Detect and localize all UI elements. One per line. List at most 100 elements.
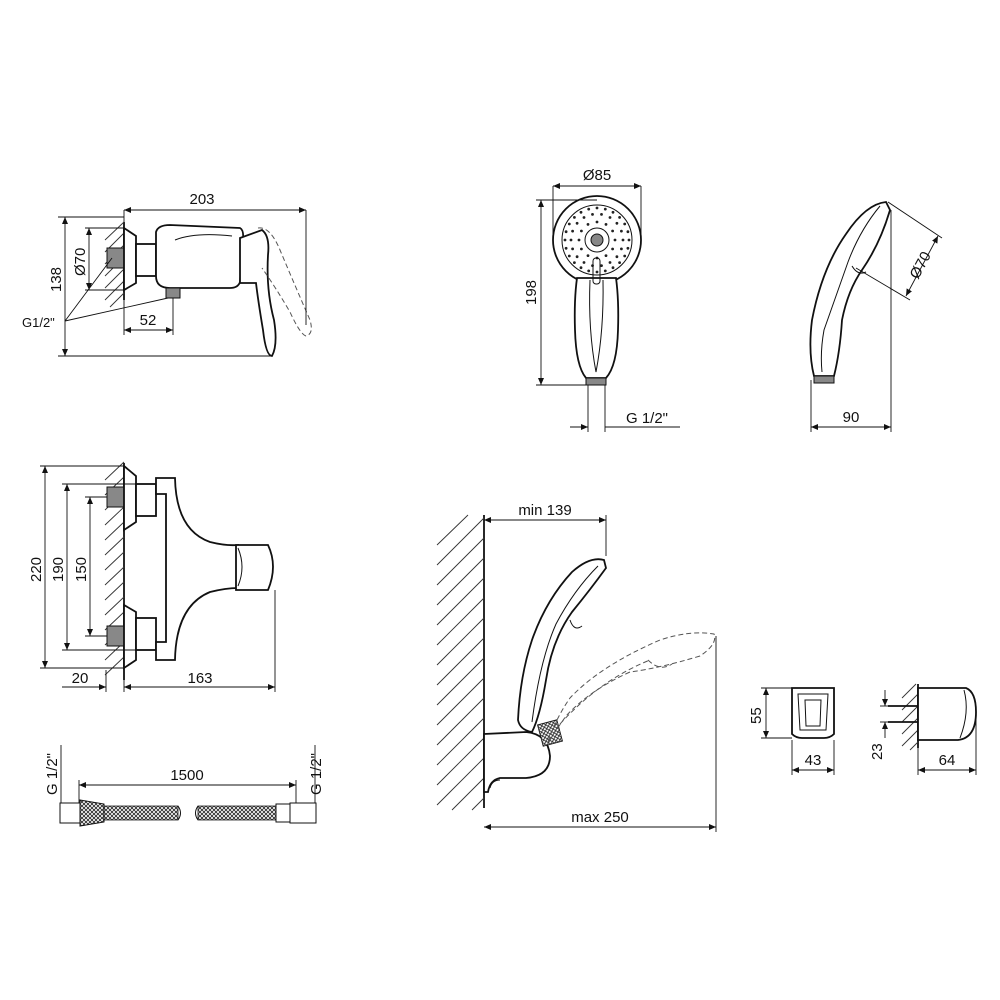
- lever-handle: [239, 228, 277, 357]
- dim-min-reach: min 139: [518, 502, 571, 519]
- nozzle-dot: [564, 246, 568, 250]
- nozzle-dot: [615, 255, 619, 259]
- nozzle-dot: [623, 254, 627, 258]
- hand-shower-front-view: Ø85 198 G 1/2": [523, 167, 680, 432]
- nozzle-dot: [575, 221, 579, 225]
- union-nut: [135, 243, 157, 277]
- hose-connector: [537, 719, 563, 747]
- hose-segment-left: [103, 805, 179, 821]
- holder-side-view: 23 64: [869, 683, 977, 775]
- thread-connector: [585, 377, 607, 386]
- dim-diameter: Ø70: [72, 248, 89, 276]
- dim-diameter: Ø85: [583, 167, 611, 184]
- spray-selector: [592, 257, 601, 285]
- hose-segment-right: [197, 805, 277, 821]
- nozzle-dot: [618, 216, 621, 219]
- nozzle-dot: [608, 261, 612, 264]
- nozzle-dot: [563, 238, 567, 242]
- nozzle-dot: [567, 254, 571, 258]
- nozzle-dot: [573, 261, 576, 264]
- holder-front-view: 55 43: [748, 687, 835, 775]
- holder-assembly-view: min 139 max 250: [436, 502, 717, 832]
- nozzle-dot: [608, 216, 612, 219]
- dim-max-reach: max 250: [571, 809, 629, 826]
- nozzle-dot: [621, 238, 625, 242]
- thread-label-right: G 1/2": [308, 753, 325, 795]
- nozzle-dot: [582, 216, 586, 219]
- dim-length: 1500: [170, 767, 203, 784]
- nozzle-dot: [615, 221, 619, 225]
- nozzle-dot: [611, 229, 614, 233]
- nozzle-dot: [604, 254, 608, 257]
- dim-height-mid: 190: [50, 557, 67, 582]
- mixer-front-view: 220 190 150 20 163: [28, 461, 276, 692]
- nozzle-dot: [577, 238, 581, 242]
- escutcheon-bottom: [123, 603, 137, 670]
- nozzle-dot: [569, 238, 573, 242]
- nozzle-dot: [579, 266, 583, 270]
- thread-connector: [813, 375, 835, 384]
- nozzle-dot: [564, 230, 568, 234]
- dim-height: 55: [748, 707, 765, 724]
- union-nut-bottom: [135, 617, 157, 651]
- nozzle-dot: [626, 246, 630, 250]
- spray-nozzles: [563, 206, 631, 274]
- dim-depth: 90: [843, 409, 860, 426]
- dim-width: 203: [189, 191, 214, 208]
- nozzle-dot: [603, 207, 607, 211]
- dim-width: 43: [805, 752, 822, 769]
- nozzle-dot: [575, 255, 579, 259]
- nozzle-dot: [600, 213, 603, 216]
- shower-handle: [573, 277, 620, 379]
- nozzle-dot: [620, 229, 623, 233]
- nozzle-dot: [611, 247, 614, 251]
- nozzle-dot: [611, 210, 615, 214]
- mixer-side-view: 203 138 Ø70 52 G1/2": [22, 191, 312, 357]
- nozzle-dot: [618, 261, 621, 264]
- escutcheon: [123, 226, 137, 292]
- dim-height-total: 220: [28, 557, 45, 582]
- thread-label-left: G 1/2": [44, 753, 61, 795]
- nozzle-dot: [580, 229, 583, 233]
- nozzle-dot: [595, 220, 599, 224]
- nozzle-dot: [573, 216, 576, 219]
- thread-label: G 1/2": [626, 410, 668, 427]
- hose-cone-left: [79, 799, 105, 827]
- nozzle-dot: [571, 247, 574, 251]
- nozzle-dot: [627, 238, 631, 242]
- hand-shower-tilted: [547, 632, 716, 743]
- nozzle-dot: [586, 254, 590, 257]
- nozzle-dot: [595, 206, 599, 210]
- thread-label: G1/2": [22, 315, 55, 330]
- dim-wall-offset: 20: [72, 670, 89, 687]
- nozzle-dot: [591, 213, 594, 216]
- nozzle-dot: [580, 247, 583, 251]
- nozzle-dot: [587, 207, 591, 211]
- nozzle-dot: [611, 266, 615, 270]
- dim-height: 23: [869, 743, 886, 760]
- dim-height: 138: [48, 267, 65, 292]
- nozzle-dot: [582, 261, 586, 264]
- nozzle-dot: [603, 269, 607, 273]
- union-nut-top: [135, 483, 157, 517]
- dim-spacing: 150: [73, 557, 90, 582]
- dim-depth: 64: [939, 752, 956, 769]
- hose-nut-left: [59, 802, 81, 824]
- escutcheon-top: [123, 464, 137, 532]
- nozzle-dot: [595, 270, 599, 274]
- hose-view: 1500 G 1/2" G 1/2": [44, 745, 325, 827]
- nozzle-dot: [620, 247, 623, 251]
- nozzle-dot: [626, 230, 630, 234]
- hand-shower-mounted: [517, 558, 607, 733]
- dim-length: 198: [523, 280, 540, 305]
- wall-holder: [483, 731, 551, 793]
- hand-shower-side-view: Ø70 90: [809, 201, 943, 432]
- dim-depth: 163: [187, 670, 212, 687]
- dim-offset: 52: [140, 312, 157, 329]
- nozzle-dot: [604, 223, 608, 226]
- nozzle-dot: [623, 222, 627, 226]
- wall-hatch: [436, 514, 485, 811]
- holder-side: [917, 687, 977, 741]
- nozzle-dot: [571, 229, 574, 233]
